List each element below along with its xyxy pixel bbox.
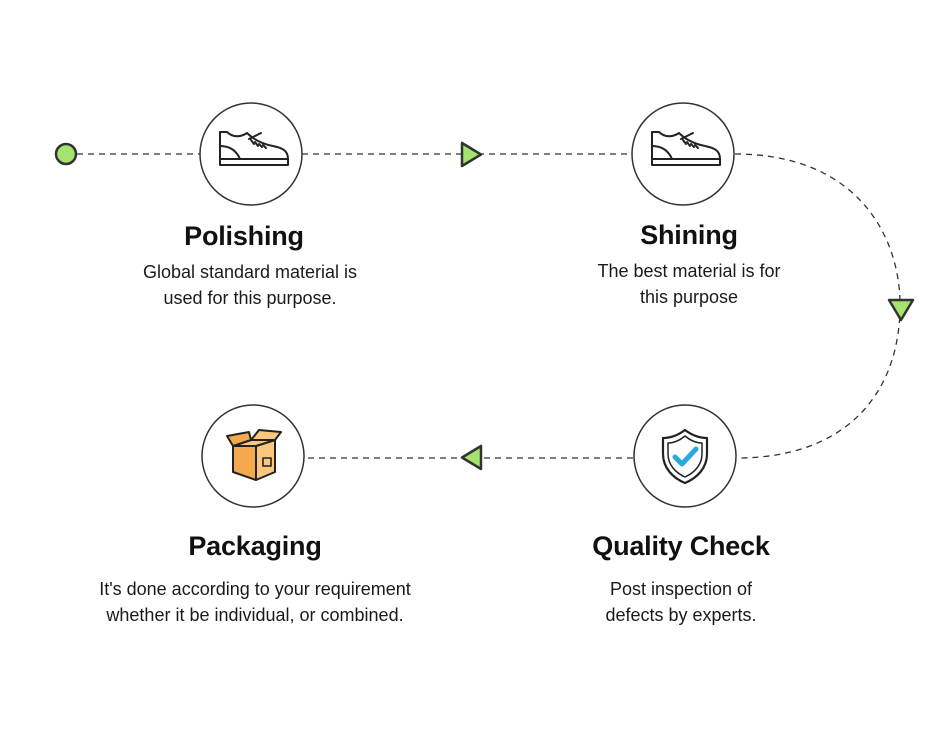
step-title: Quality Check bbox=[592, 531, 770, 561]
step-description: It's done according to your requirement … bbox=[99, 576, 411, 628]
step-polishing-node bbox=[199, 102, 303, 206]
step-description-line: this purpose bbox=[639, 287, 739, 307]
step-description: Post inspection of defects by experts. bbox=[605, 576, 756, 628]
step-quality-check-node bbox=[633, 404, 737, 508]
package-box-icon bbox=[226, 429, 282, 481]
step-title: Packaging bbox=[188, 531, 322, 561]
step-description: The best material is for this purpose bbox=[597, 258, 780, 310]
start-dot bbox=[54, 142, 78, 166]
step-description-line: Post inspection of bbox=[609, 579, 753, 599]
step-packaging-node bbox=[201, 404, 305, 508]
step-shining-node bbox=[631, 102, 735, 206]
shoe-icon bbox=[651, 131, 721, 166]
step-description-line: Global standard material is bbox=[142, 262, 358, 282]
step-description-line: The best material is for bbox=[597, 261, 781, 281]
arrow-right-marker bbox=[460, 141, 483, 168]
shoe-icon bbox=[219, 131, 289, 166]
step-description: Global standard material is used for thi… bbox=[143, 259, 357, 311]
step-description-line: defects by experts. bbox=[605, 605, 757, 625]
step-description-line: used for this purpose. bbox=[163, 288, 337, 308]
arrow-down-marker bbox=[887, 298, 915, 322]
shield-check-icon bbox=[661, 428, 709, 485]
arrow-left-marker bbox=[460, 444, 483, 471]
step-description-line: It's done according to your requirement bbox=[99, 579, 411, 599]
step-title: Shining bbox=[640, 220, 738, 250]
step-title: Polishing bbox=[184, 221, 304, 251]
step-description-line: whether it be individual, or combined. bbox=[106, 605, 404, 625]
